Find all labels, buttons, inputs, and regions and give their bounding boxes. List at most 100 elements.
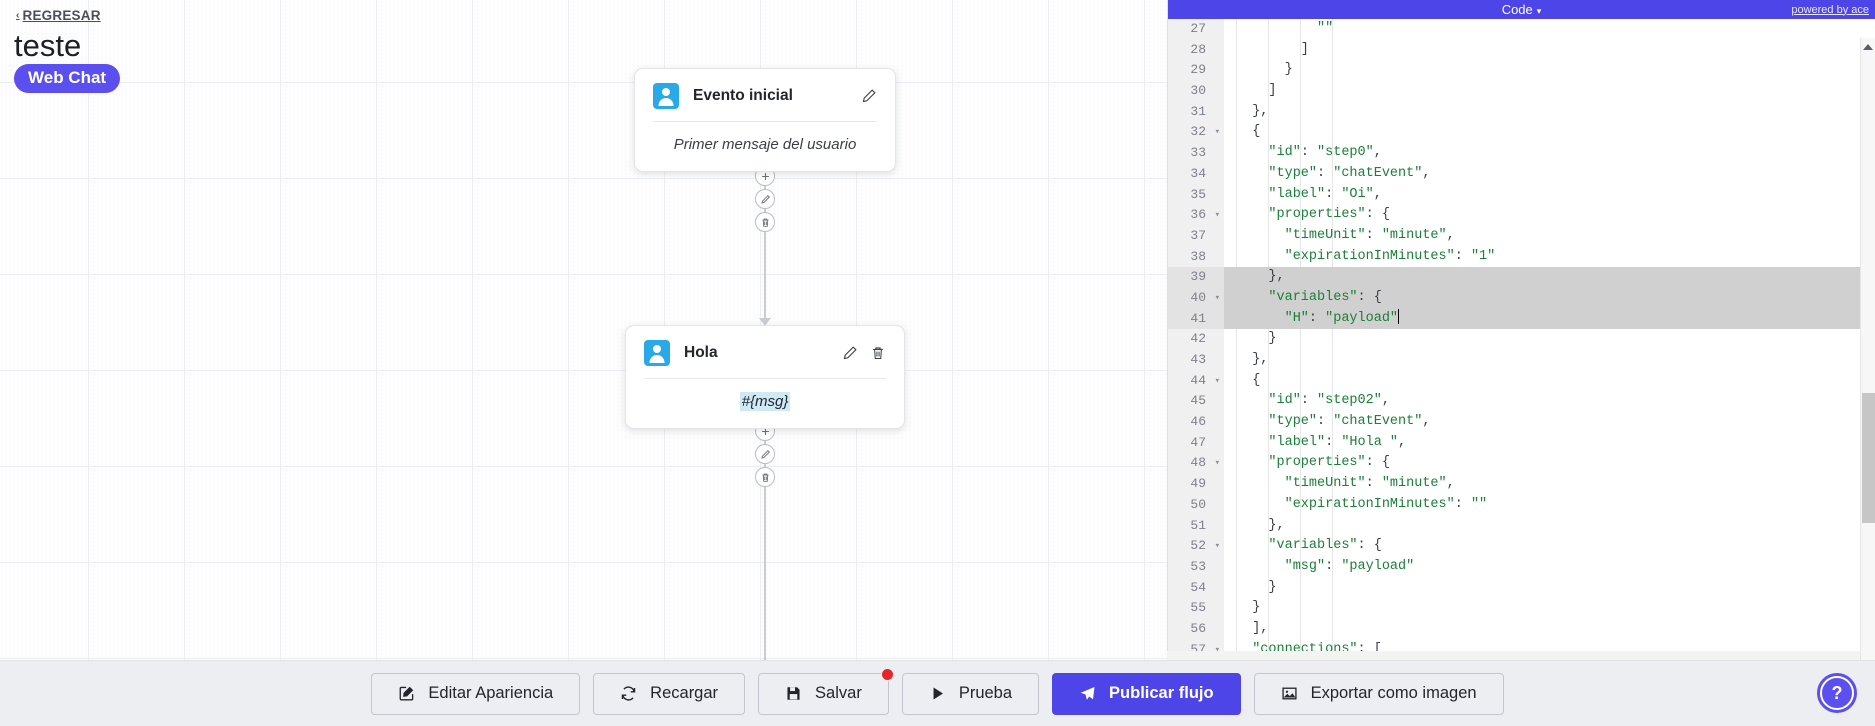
code-line-number: 27: [1168, 19, 1224, 40]
node-header: Hola: [626, 326, 904, 378]
code-line-number: 42: [1168, 329, 1224, 350]
toolbar-button-label: Publicar flujo: [1109, 684, 1214, 702]
code-line-text: }: [1236, 579, 1277, 595]
code-line-number: 32▾: [1168, 122, 1224, 144]
code-line-text: },: [1236, 103, 1269, 119]
code-line-number: 33: [1168, 143, 1224, 164]
flow-node-hola[interactable]: Hola #{msg}: [625, 325, 905, 429]
code-fold-toggle[interactable]: ▾: [1214, 127, 1220, 138]
toolbar-button-exportar-como-imagen[interactable]: Exportar como imagen: [1253, 672, 1504, 715]
toolbar-button-publicar-flujo[interactable]: Publicar flujo: [1052, 672, 1241, 715]
code-line-text: "type": "chatEvent",: [1268, 165, 1431, 181]
code-fold-toggle[interactable]: ▾: [1214, 292, 1220, 303]
code-line-number: 55: [1168, 598, 1224, 619]
code-line-number: 48▾: [1168, 453, 1224, 475]
code-line-text: "properties": {: [1268, 207, 1390, 223]
code-line: 30 ]: [1168, 81, 1875, 102]
delete-connector-button[interactable]: [755, 212, 775, 232]
scroll-up-arrow-icon[interactable]: [1863, 44, 1873, 50]
code-line: 44▾ {: [1168, 370, 1875, 392]
unsaved-changes-badge: [880, 667, 894, 681]
code-line-text: ]: [1236, 41, 1309, 57]
code-line-number: 50: [1168, 494, 1224, 516]
code-line-text: }: [1236, 600, 1261, 616]
code-editor-panel[interactable]: Code▾ powered by ace 27 ""28 ]29 }30 ]31…: [1167, 0, 1875, 660]
code-line: 37 "timeUnit": "minute",: [1168, 225, 1875, 247]
person-icon: [653, 83, 679, 109]
delete-connector-button[interactable]: [755, 467, 775, 487]
connector-actions-1: [755, 166, 775, 232]
code-fold-toggle[interactable]: ▾: [1214, 375, 1220, 386]
toolbar-button-salvar[interactable]: Salvar: [758, 672, 889, 715]
code-line: 45 "id": "step02",: [1168, 391, 1875, 413]
code-line-text: "label": "Oi",: [1268, 186, 1382, 202]
code-editor-title-label: Code: [1501, 2, 1533, 17]
code-line-number: 45: [1168, 391, 1224, 413]
edit-icon[interactable]: [861, 88, 877, 104]
code-fold-toggle[interactable]: ▾: [1214, 541, 1220, 552]
code-line-text: "properties": {: [1268, 455, 1390, 471]
code-line-number: 30: [1168, 81, 1224, 102]
node-actions: [842, 345, 886, 361]
code-line-text: },: [1224, 267, 1875, 288]
code-line: 46 "type": "chatEvent",: [1168, 412, 1875, 433]
code-line-text: },: [1236, 517, 1285, 533]
code-line: 31 },: [1168, 101, 1875, 123]
code-fold-toggle[interactable]: ▾: [1214, 210, 1220, 221]
code-line-number: 46: [1168, 412, 1224, 433]
code-editor-title[interactable]: Code▾: [1168, 2, 1875, 17]
play-icon: [929, 685, 946, 702]
code-line-text: "label": "Hola ",: [1268, 434, 1407, 450]
node-actions: [861, 88, 877, 104]
code-editor-header: Code▾ powered by ace: [1168, 0, 1875, 19]
code-line-number: 49: [1168, 474, 1224, 495]
code-line-text: }: [1236, 62, 1293, 78]
flow-canvas[interactable]: ‹ REGRESAR teste Web Chat: [0, 0, 1167, 660]
edit-icon[interactable]: [842, 345, 858, 361]
toolbar-button-wrapper: Prueba: [901, 672, 1040, 715]
chevron-left-icon: ‹: [16, 9, 20, 21]
person-icon: [644, 340, 670, 366]
code-line-number: 28: [1168, 39, 1224, 61]
code-fold-toggle[interactable]: ▾: [1214, 644, 1220, 655]
code-line-text: "timeUnit": "minute",: [1284, 227, 1455, 243]
edit-connector-button[interactable]: [755, 444, 775, 464]
powered-by-ace-link[interactable]: powered by ace: [1791, 3, 1869, 16]
code-line: 27 "": [1168, 19, 1875, 40]
back-link[interactable]: ‹ REGRESAR: [16, 8, 101, 23]
edit-square-icon: [398, 685, 415, 702]
code-line: 56 ],: [1168, 618, 1875, 640]
code-line-number: 41: [1168, 308, 1224, 330]
code-fold-toggle[interactable]: ▾: [1214, 458, 1220, 469]
code-vertical-scrollbar[interactable]: [1860, 38, 1875, 660]
node-body: #{msg}: [626, 379, 904, 428]
toolbar-button-prueba[interactable]: Prueba: [901, 672, 1040, 715]
channel-badge: Web Chat: [14, 64, 121, 93]
save-disk-icon: [785, 685, 802, 702]
divider: [653, 121, 877, 122]
code-editor-content[interactable]: 27 ""28 ]29 }30 ]31 },32▾ {33 "id": "ste…: [1168, 19, 1875, 660]
text-cursor: [1398, 308, 1400, 324]
code-line: 33 "id": "step0",: [1168, 143, 1875, 164]
code-line-text: "expirationInMinutes": "": [1284, 496, 1488, 512]
code-line-number: 31: [1168, 101, 1224, 123]
refresh-icon: [620, 685, 637, 702]
code-line: 36▾ "properties": {: [1168, 205, 1875, 226]
toolbar-button-editar-apariencia[interactable]: Editar Apariencia: [371, 672, 581, 715]
trash-icon[interactable]: [870, 345, 886, 361]
send-icon: [1079, 685, 1096, 702]
flow-node-evento-inicial[interactable]: Evento inicial Primer mensaje del usuari…: [634, 68, 896, 172]
help-button[interactable]: ?: [1817, 673, 1857, 713]
code-line-number: 52▾: [1168, 536, 1224, 557]
code-horizontal-scrollbar[interactable]: [1167, 651, 1860, 660]
code-line-number: 40▾: [1168, 287, 1224, 309]
code-line: 42 }: [1168, 329, 1875, 350]
code-line-text: {: [1236, 124, 1261, 140]
code-line-text: }: [1236, 331, 1277, 347]
code-line: 50 "expirationInMinutes": "": [1168, 494, 1875, 516]
scrollbar-thumb[interactable]: [1862, 393, 1875, 523]
toolbar-button-recargar[interactable]: Recargar: [593, 672, 746, 715]
code-line: 29 }: [1168, 60, 1875, 82]
edit-connector-button[interactable]: [755, 189, 775, 209]
